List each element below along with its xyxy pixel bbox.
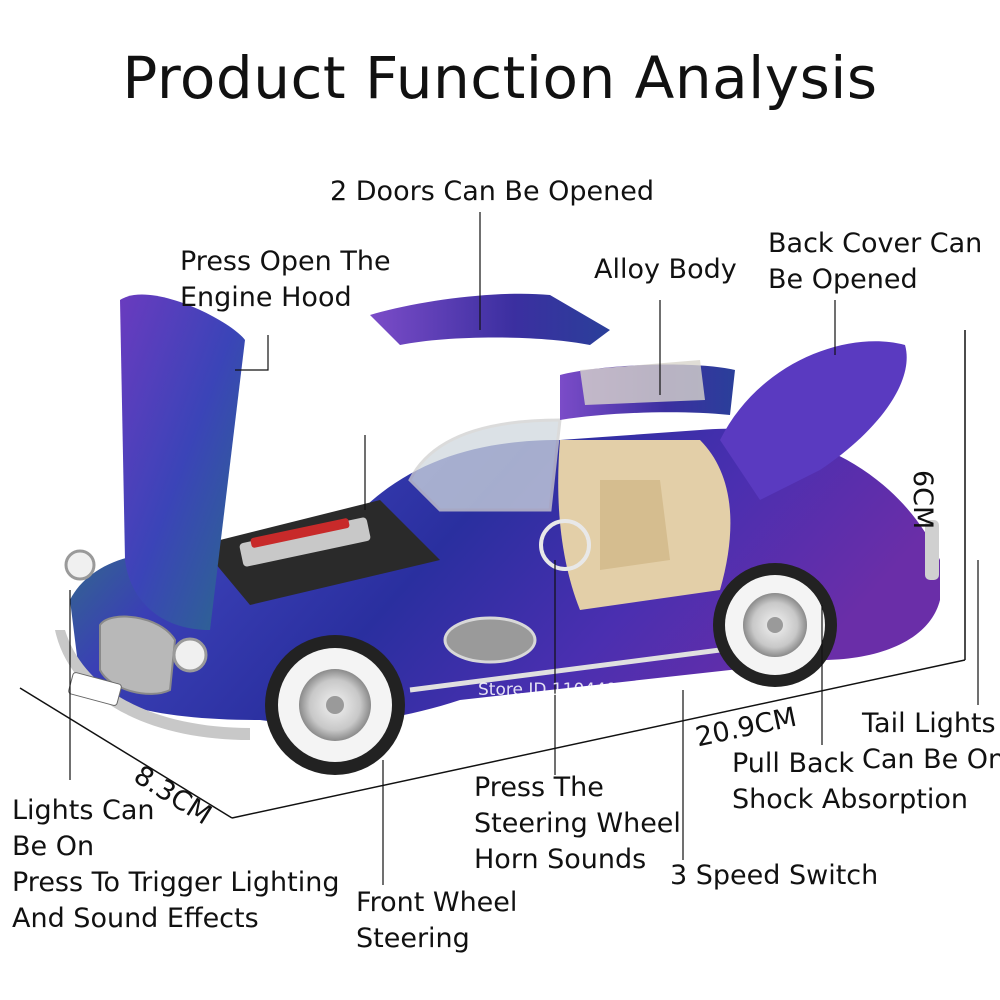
callout-hood: Press Open The Engine Hood bbox=[180, 246, 391, 313]
callout-speed-switch: 3 Speed Switch bbox=[670, 860, 879, 891]
length-dim-line bbox=[231, 659, 966, 819]
dimension-lines bbox=[19, 330, 966, 819]
callout-alloy-body: Alloy Body bbox=[594, 254, 737, 285]
callout-tail-lights: Tail Lights Can Be On bbox=[862, 708, 1000, 775]
headlight-left bbox=[64, 549, 96, 581]
page-title: Product Function Analysis bbox=[122, 44, 878, 112]
dimension-height: 6CM bbox=[907, 470, 938, 530]
callout-front-wheel: Front Wheel Steering bbox=[356, 887, 518, 954]
callout-leader-lines bbox=[69, 212, 979, 885]
callout-back-cover: Back Cover Can Be Opened bbox=[768, 228, 983, 295]
callout-doors: 2 Doors Can Be Opened bbox=[330, 176, 655, 207]
leader-hood bbox=[235, 335, 269, 371]
car-body bbox=[55, 293, 940, 775]
width-dim-line bbox=[19, 687, 233, 819]
callout-pull-back: Pull Back Shock Absorption bbox=[732, 748, 968, 815]
watermark-text: Store ID 1104404281 bbox=[478, 680, 661, 700]
callout-lights: Lights Can Be On Press To Trigger Lighti… bbox=[12, 795, 340, 934]
headlight-right bbox=[172, 637, 208, 673]
callout-horn: Press The Steering Wheel Horn Sounds bbox=[474, 772, 681, 875]
